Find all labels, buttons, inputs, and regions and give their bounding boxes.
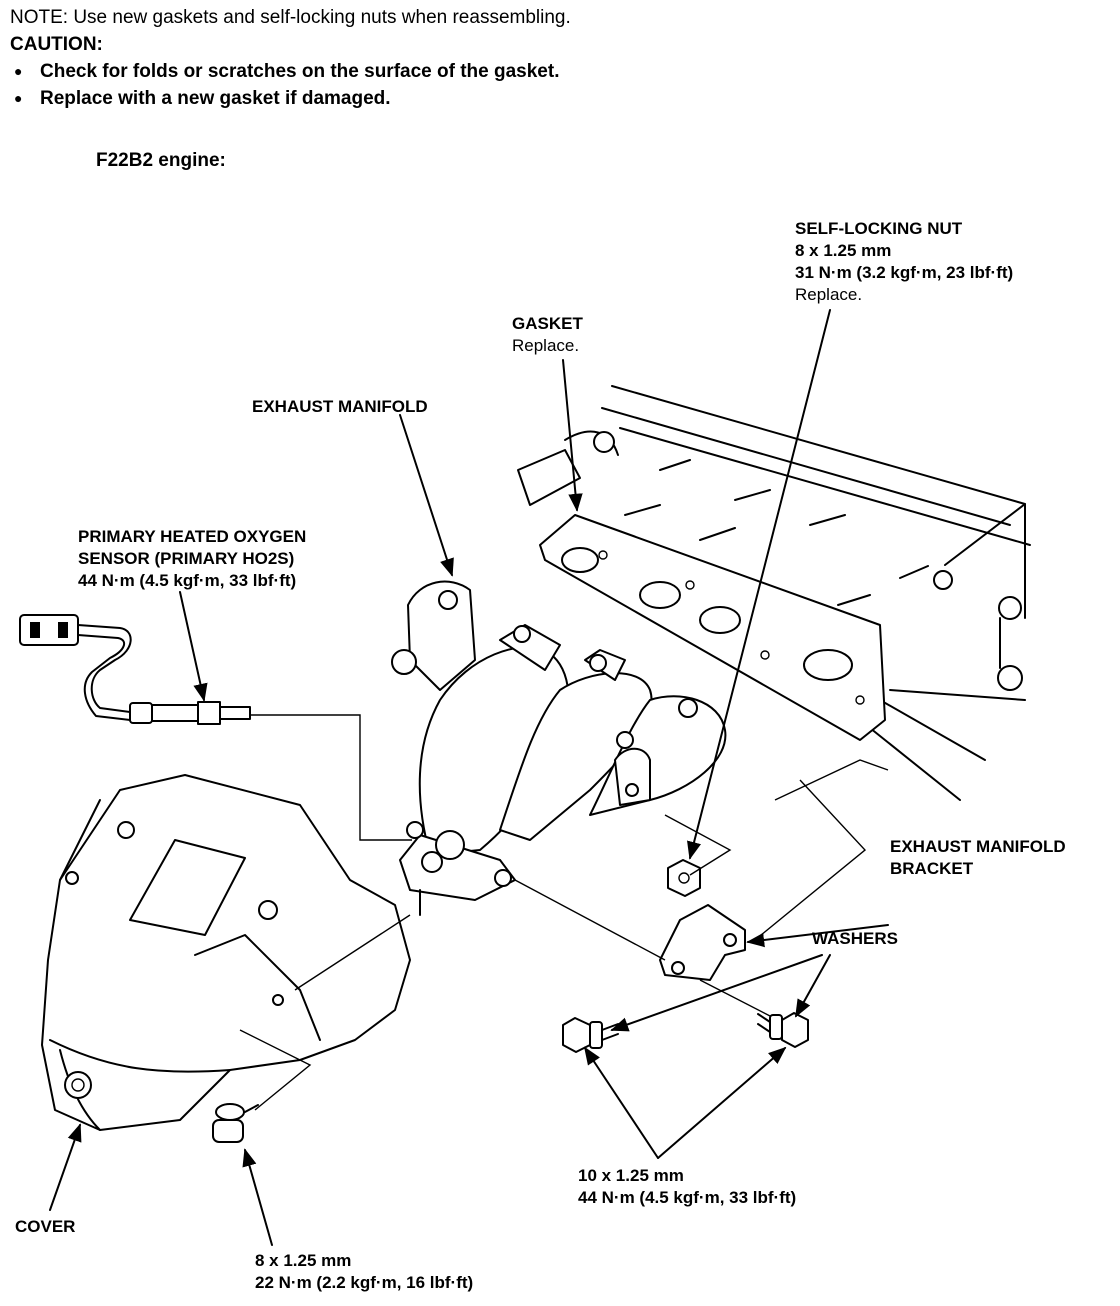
caution-item: Replace with a new gasket if damaged. xyxy=(10,85,571,112)
engine-label: F22B2 engine: xyxy=(96,150,226,171)
bracket-bolt-right-drawing xyxy=(757,1012,809,1048)
cover-drawing xyxy=(41,774,411,1131)
oxygen-sensor-drawing xyxy=(19,614,251,725)
cylinder-head-drawing xyxy=(517,385,1031,801)
cover-bolt-label: 8 x 1.25 mm 22 N·m (2.2 kgf·m, 16 lbf·ft… xyxy=(255,1251,474,1292)
bracket-label: EXHAUST MANIFOLD BRACKET xyxy=(890,837,1066,878)
washers-label: WASHERS xyxy=(812,929,898,948)
bracket-drawing xyxy=(659,904,746,981)
caution-heading: CAUTION: xyxy=(10,34,103,55)
exhaust-manifold-drawing xyxy=(391,580,727,916)
caution-list: Check for folds or scratches on the surf… xyxy=(10,58,571,112)
exhaust-manifold-label: EXHAUST MANIFOLD xyxy=(252,397,428,416)
notes-block: NOTE: Use new gaskets and self-locking n… xyxy=(10,4,571,112)
gasket-drawing xyxy=(539,514,886,741)
caution-item: Check for folds or scratches on the surf… xyxy=(10,58,571,85)
bracket-bolt-left-drawing xyxy=(562,1017,619,1053)
cover-bolt-drawing xyxy=(212,1103,259,1143)
bracket-bolts-label: 10 x 1.25 mm 44 N·m (4.5 kgf·m, 33 lbf·f… xyxy=(578,1166,797,1207)
gasket-label: GASKET Replace. xyxy=(512,314,583,355)
self-locking-nut-drawing xyxy=(667,859,701,897)
self-locking-nut-label: SELF-LOCKING NUT 8 x 1.25 mm 31 N·m (3.2… xyxy=(795,219,1014,304)
oxygen-sensor-label: PRIMARY HEATED OXYGEN SENSOR (PRIMARY HO… xyxy=(78,527,307,590)
note-text: NOTE: Use new gaskets and self-locking n… xyxy=(10,7,571,28)
leader-lines xyxy=(49,309,889,1246)
cover-label: COVER xyxy=(15,1217,76,1236)
